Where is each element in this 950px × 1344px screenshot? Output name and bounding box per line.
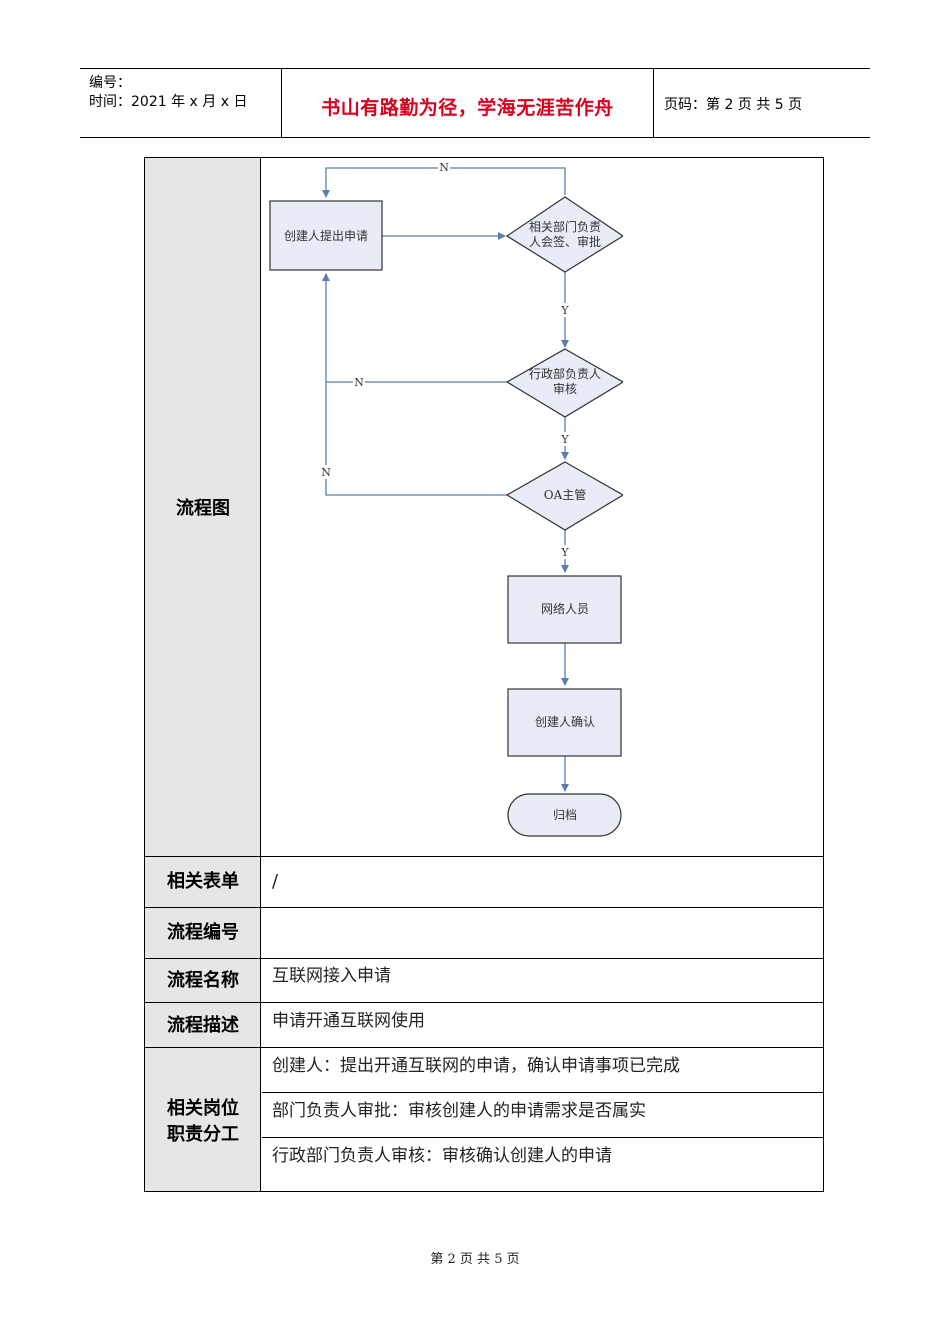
label-bg: [438, 160, 450, 174]
node-network-text: 网络人员: [541, 601, 589, 616]
process-name-label: 流程名称: [167, 970, 239, 991]
page-footer: 第 2 页 共 5 页: [430, 1252, 520, 1267]
node-archive-terminal: [507, 793, 622, 837]
duties-label-2: 职责分工: [167, 1124, 239, 1145]
header-motto-cell: 书山有路勤为径，学海无涯苦作舟: [282, 69, 654, 137]
branch-label-no: N: [321, 466, 331, 479]
header-date: 时间：2021 年 x 月 x 日: [89, 94, 248, 110]
node-dept-text-1: 相关部门负责: [529, 219, 601, 234]
node-create-text: 创建人提出申请: [284, 228, 368, 243]
node-admin-text-2: 审核: [553, 381, 577, 396]
flowchart-label: 流程图: [176, 498, 230, 519]
sub-row-divider: [262, 1092, 823, 1093]
process-no-label: 流程编号: [167, 922, 239, 943]
flowchart-svg: 创建人提出申请 相关部门负责 人会签、审批 行政部负责人 审核 OA主管 网络人…: [269, 160, 623, 837]
node-dept-diamond: [505, 196, 623, 273]
label-bg: [559, 303, 571, 317]
node-oa-text: OA主管: [544, 487, 587, 502]
node-create-box: [269, 200, 383, 271]
process-desc-label: 流程描述: [167, 1015, 239, 1036]
label-bg: [559, 545, 571, 559]
duty-dept-head: 部门负责人审批：审核创建人的申请需求是否属实: [272, 1101, 646, 1121]
branch-label-no: N: [354, 376, 364, 389]
node-archive-text: 归档: [553, 808, 577, 822]
node-network-box: [507, 575, 622, 644]
node-oa-diamond: [505, 461, 623, 531]
row-divider: [145, 907, 823, 908]
forms-label: 相关表单: [167, 871, 239, 892]
node-dept-text-2: 人会签、审批: [529, 234, 601, 249]
row-divider: [145, 958, 823, 959]
process-name-value: 互联网接入申请: [272, 966, 391, 986]
node-confirm-box: [507, 688, 622, 757]
row-divider: [145, 1047, 823, 1048]
arrow-oa-no: [322, 273, 507, 496]
flow-connectors: [322, 167, 569, 792]
process-table: 流程图 相关表单 流程编号 流程名称 流程描述 相关岗位 职责分工 / 互联网接…: [144, 157, 824, 1192]
branch-label-yes: Y: [560, 546, 569, 559]
row-divider: [145, 1002, 823, 1003]
label-bg: [559, 432, 571, 446]
duty-creator: 创建人：提出开通互联网的申请，确认申请事项已完成: [272, 1056, 680, 1076]
duty-admin-head: 行政部门负责人审核：审核确认创建人的申请: [272, 1146, 612, 1166]
page-header: 编号： 时间：2021 年 x 月 x 日 书山有路勤为径，学海无涯苦作舟 页码…: [80, 68, 870, 138]
branch-label-no: N: [439, 161, 449, 174]
duties-label-1: 相关岗位: [167, 1098, 239, 1119]
header-page-number: 页码：第 2 页 共 5 页: [664, 97, 803, 113]
node-admin-text-1: 行政部负责人: [529, 366, 601, 381]
label-column: [145, 158, 261, 1191]
node-admin-diamond: [505, 348, 623, 418]
label-bg: [320, 465, 332, 479]
branch-label-yes: Y: [560, 304, 569, 317]
flowchart: 创建人提出申请 相关部门负责 人会签、审批 行政部负责人 审核 OA主管 网络人…: [261, 157, 623, 857]
row-divider: [145, 856, 823, 857]
header-motto: 书山有路勤为径，学海无涯苦作舟: [321, 97, 614, 119]
branch-label-yes: Y: [560, 433, 569, 446]
node-confirm-text: 创建人确认: [535, 715, 595, 729]
forms-value: /: [272, 871, 279, 892]
process-desc-value: 申请开通互联网使用: [272, 1011, 425, 1031]
header-number: 编号：: [89, 75, 131, 91]
header-info-cell: 编号： 时间：2021 年 x 月 x 日: [80, 69, 282, 137]
label-bg: [353, 375, 365, 389]
sub-row-divider: [262, 1137, 823, 1138]
